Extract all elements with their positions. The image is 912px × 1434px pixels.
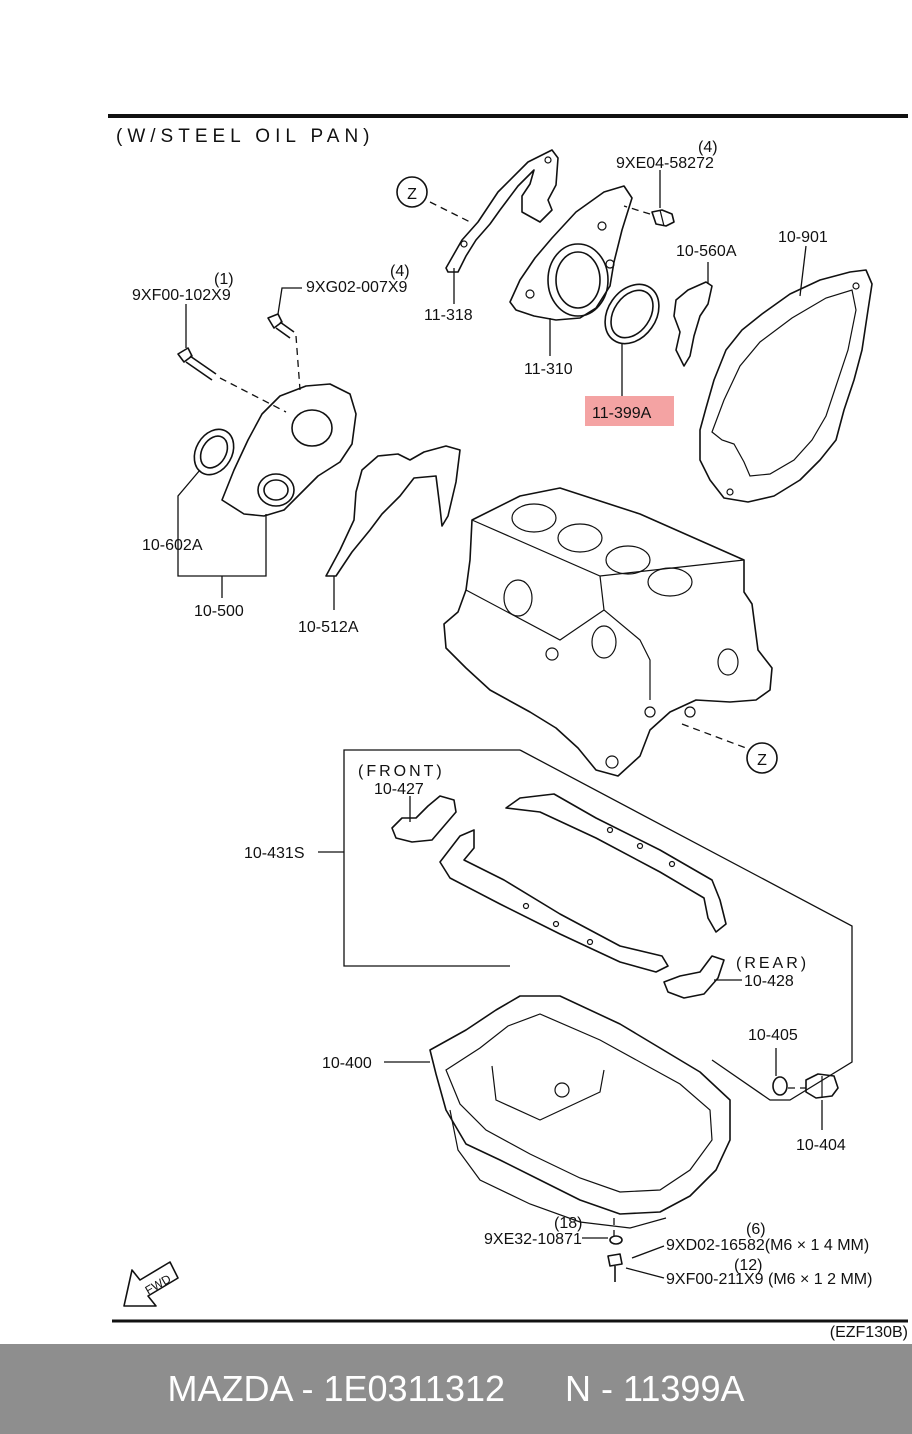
z-callout-top-label: Z xyxy=(407,186,417,203)
engine-end-plate xyxy=(699,269,873,503)
label-10512a: 10-512A xyxy=(298,619,359,636)
label-rear: (REAR) xyxy=(736,955,809,972)
label-211x9: 9XF00-211X9 (M6 × 1 2 MM) xyxy=(666,1271,872,1288)
footer-gap xyxy=(505,1368,565,1410)
qty-58272: (4) xyxy=(698,139,718,156)
label-10602a: 10-602A xyxy=(142,537,203,554)
z-callout-top xyxy=(396,176,428,208)
leader-211x9 xyxy=(625,1267,665,1279)
assembly-line-z-bottom xyxy=(681,723,747,749)
z-callout-bottom-label: Z xyxy=(757,752,767,769)
label-10404: 10-404 xyxy=(796,1137,846,1154)
label-11399a: 11-399A xyxy=(592,405,652,422)
label-10500: 10-500 xyxy=(194,603,244,620)
rear-oil-seal xyxy=(604,283,660,345)
label-102x9: 9XF00-102X9 xyxy=(132,287,231,304)
front-pan-seal xyxy=(391,795,457,843)
rear-pan-seal xyxy=(663,955,725,999)
qty-102x9: (1) xyxy=(214,271,234,288)
leader-10901 xyxy=(799,245,807,297)
assembly-line-z-top xyxy=(429,201,471,223)
label-10560a: 10-560A xyxy=(676,243,737,260)
label-58272: 9XE04-58272 xyxy=(616,155,714,172)
label-10405: 10-405 xyxy=(748,1027,798,1044)
fwd-arrow: FWD xyxy=(123,1261,179,1307)
drain-plug xyxy=(805,1073,839,1099)
label-10400: 10-400 xyxy=(322,1055,372,1072)
part-highlight xyxy=(585,396,674,426)
leader-10602a-10500 xyxy=(177,469,267,577)
front-oil-seal xyxy=(193,428,235,476)
steel-oil-pan xyxy=(429,995,731,1229)
label-10871: 9XE32-10871 xyxy=(484,1231,582,1248)
assembly-line-short-bolt xyxy=(295,335,301,391)
label-11310: 11-310 xyxy=(524,361,573,378)
pan-bolt xyxy=(607,1253,623,1282)
cylinder-block xyxy=(443,487,773,777)
front-cover-short-bolt xyxy=(267,313,295,339)
label-10427: 10-427 xyxy=(374,781,424,798)
bracket-10431s xyxy=(343,749,520,967)
rear-seal-housing xyxy=(509,185,633,321)
label-10431s: 10-431S xyxy=(244,845,305,862)
leader-007x9 xyxy=(277,287,302,315)
assembly-line-housing-bolt xyxy=(623,205,651,215)
leader-16582 xyxy=(631,1245,665,1259)
qty-211x9: (12) xyxy=(734,1257,762,1274)
front-cover-gasket xyxy=(325,445,461,577)
label-front: (FRONT) xyxy=(358,763,445,780)
footer-part-ref: N - 11399A xyxy=(565,1368,745,1409)
end-plate-gasket xyxy=(673,281,713,367)
diagram-code: (EZF130B) xyxy=(830,1324,908,1341)
qty-10871: (18) xyxy=(554,1215,582,1232)
parts-diagram: (W/STEEL OIL PAN) (EZF130B) xyxy=(108,114,908,1341)
label-007x9: 9XG02-007X9 xyxy=(306,279,408,296)
label-10901: 10-901 xyxy=(778,229,828,246)
footer-brand-code: MAZDA - 1E0311312 xyxy=(167,1368,506,1409)
z-callout-bottom xyxy=(746,742,778,774)
front-cover xyxy=(221,383,357,517)
diagram-header: (W/STEEL OIL PAN) xyxy=(116,126,375,147)
label-16582: 9XD02-16582(M6 × 1 4 MM) xyxy=(666,1237,869,1254)
label-10428: 10-428 xyxy=(744,973,794,990)
qty-16582: (6) xyxy=(746,1221,766,1238)
label-11318: 11-318 xyxy=(424,307,473,324)
oil-pan-gasket xyxy=(439,793,727,973)
pan-bolt-washer xyxy=(609,1235,623,1245)
drain-plug-washer xyxy=(772,1076,788,1096)
bracket-10431s-right xyxy=(519,749,853,1101)
housing-bolt xyxy=(651,209,675,227)
rear-housing-gasket xyxy=(445,149,559,273)
qty-007x9: (4) xyxy=(390,263,410,280)
footer-bar: MAZDA - 1E0311312 N - 11399A xyxy=(0,1344,912,1434)
front-cover-long-bolt xyxy=(177,347,217,381)
assembly-line-long-bolt xyxy=(219,377,287,413)
